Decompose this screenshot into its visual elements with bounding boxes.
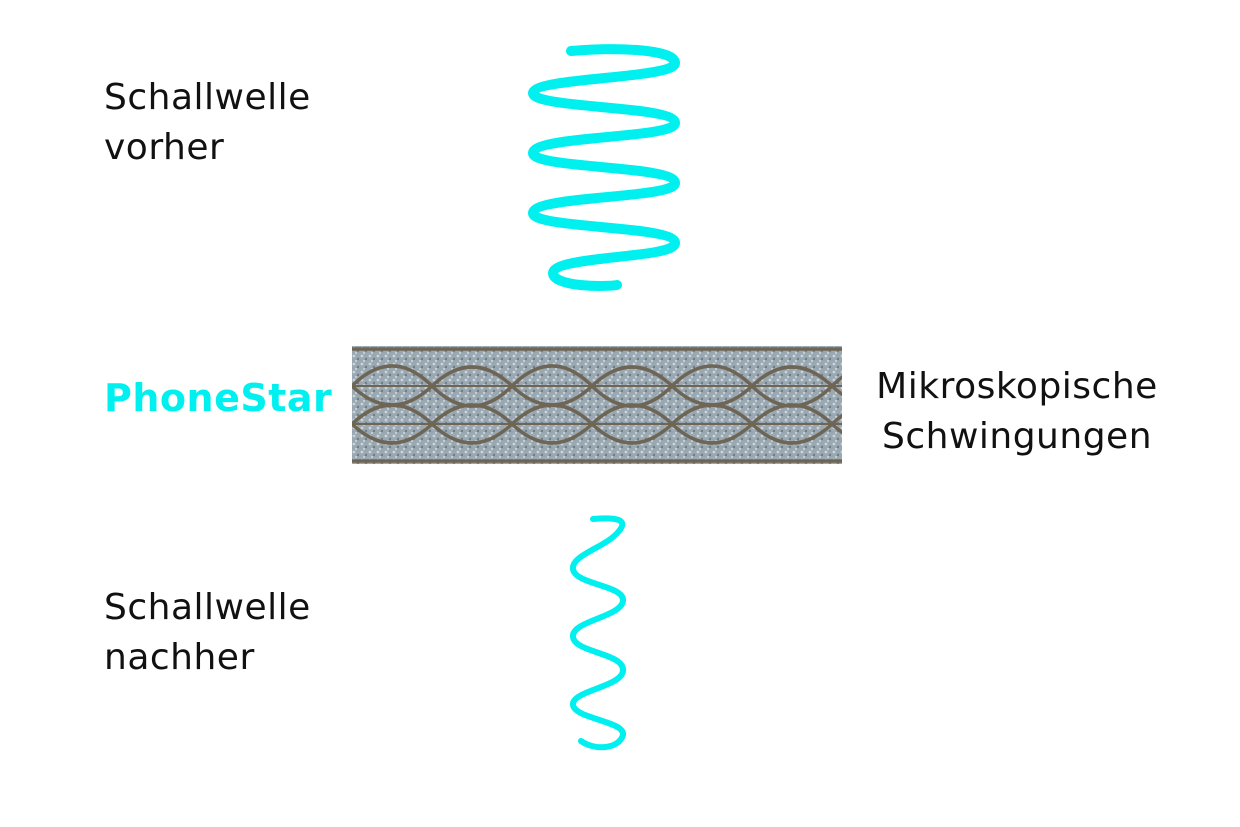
sound-wave-after-line <box>570 515 626 751</box>
label-after-line1: Schallwelle <box>104 587 311 628</box>
panel-fibers <box>352 347 842 463</box>
brand-name: PhoneStar <box>104 376 333 420</box>
label-right-line2: Schwingungen <box>881 416 1153 457</box>
phonestar-panel-cross-section <box>352 346 842 464</box>
label-right-line1: Mikroskopische <box>876 366 1158 407</box>
label-after-line2: nachher <box>104 637 255 678</box>
sound-wave-before-line <box>528 44 680 291</box>
sound-wave-before <box>528 44 680 291</box>
panel-base <box>352 346 842 464</box>
label-microscopic-vibrations: Mikroskopische Schwingungen <box>862 362 1172 462</box>
label-sound-wave-after: Schallwelle nachher <box>104 583 311 683</box>
label-before-line2: vorher <box>104 127 225 168</box>
sound-wave-after <box>570 515 626 751</box>
label-sound-wave-before: Schallwelle vorher <box>104 73 311 173</box>
label-before-line1: Schallwelle <box>104 77 311 118</box>
